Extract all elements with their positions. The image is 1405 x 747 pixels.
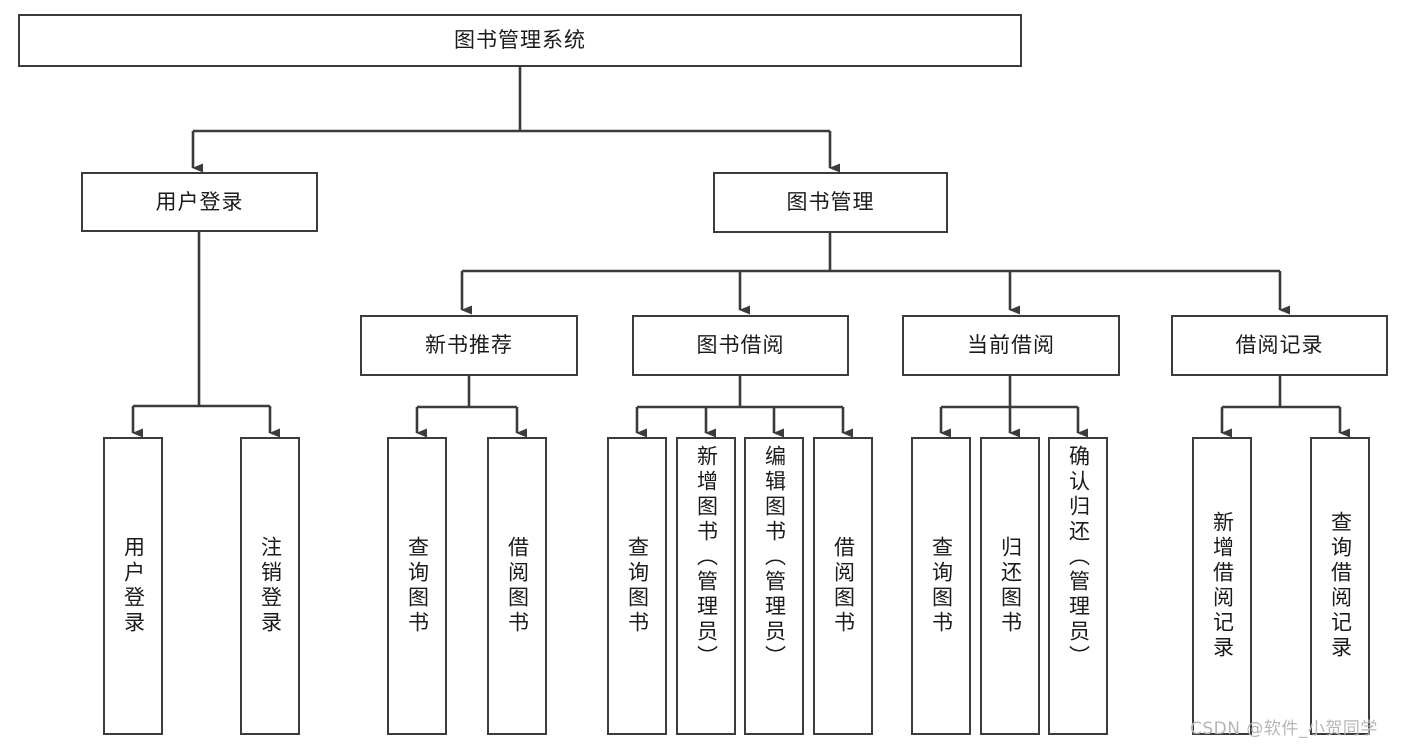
node-leaf-query-record-label: 查询借阅记录 [1328,511,1353,661]
node-book-borrow-label: 图书借阅 [696,333,785,358]
node-borrow-record[interactable]: 借阅记录 [1171,315,1388,376]
node-user-login-label: 用户登录 [155,189,244,214]
node-leaf-add-record-label: 新增借阅记录 [1210,511,1235,661]
node-leaf-edit-book[interactable]: 编辑图书（管理员） [744,437,804,735]
node-leaf-borrow-book-1-label: 借阅图书 [505,536,530,636]
node-leaf-query-book-3-label: 查询图书 [929,536,954,636]
node-root-label: 图书管理系统 [454,28,586,53]
node-current-borrow[interactable]: 当前借阅 [902,315,1120,376]
node-leaf-confirm-return-label: 确认归还（管理员） [1066,445,1091,670]
node-leaf-query-book-1[interactable]: 查询图书 [387,437,447,735]
node-leaf-add-book-label: 新增图书（管理员） [694,445,719,670]
node-leaf-query-book-2[interactable]: 查询图书 [607,437,667,735]
node-leaf-edit-book-label: 编辑图书（管理员） [762,445,787,670]
watermark: CSDN @软件_小贺同学 [1190,719,1378,739]
node-book-borrow[interactable]: 图书借阅 [632,315,849,376]
node-book-manage-label: 图书管理 [786,190,875,215]
node-leaf-borrow-book-1[interactable]: 借阅图书 [487,437,547,735]
node-new-book-recommend-label: 新书推荐 [425,333,513,358]
node-leaf-return-book-label: 归还图书 [998,536,1023,636]
node-leaf-logout-login[interactable]: 注销登录 [240,437,300,735]
node-leaf-add-record[interactable]: 新增借阅记录 [1192,437,1252,735]
node-new-book-recommend[interactable]: 新书推荐 [360,315,578,376]
node-leaf-user-login-label: 用户登录 [121,536,146,636]
node-leaf-query-book-3[interactable]: 查询图书 [911,437,971,735]
node-leaf-user-login[interactable]: 用户登录 [103,437,163,735]
node-leaf-query-book-2-label: 查询图书 [625,536,650,636]
node-leaf-add-book[interactable]: 新增图书（管理员） [676,437,736,735]
node-leaf-borrow-book-2[interactable]: 借阅图书 [813,437,873,735]
node-leaf-confirm-return[interactable]: 确认归还（管理员） [1048,437,1108,735]
node-borrow-record-label: 借阅记录 [1235,333,1324,358]
node-root[interactable]: 图书管理系统 [18,14,1022,67]
node-book-manage[interactable]: 图书管理 [713,172,948,233]
node-leaf-borrow-book-2-label: 借阅图书 [831,536,856,636]
node-leaf-return-book[interactable]: 归还图书 [980,437,1040,735]
node-user-login[interactable]: 用户登录 [81,172,318,232]
node-leaf-query-record[interactable]: 查询借阅记录 [1310,437,1370,735]
node-current-borrow-label: 当前借阅 [967,333,1055,358]
node-leaf-query-book-1-label: 查询图书 [405,536,430,636]
node-leaf-logout-login-label: 注销登录 [258,536,283,636]
